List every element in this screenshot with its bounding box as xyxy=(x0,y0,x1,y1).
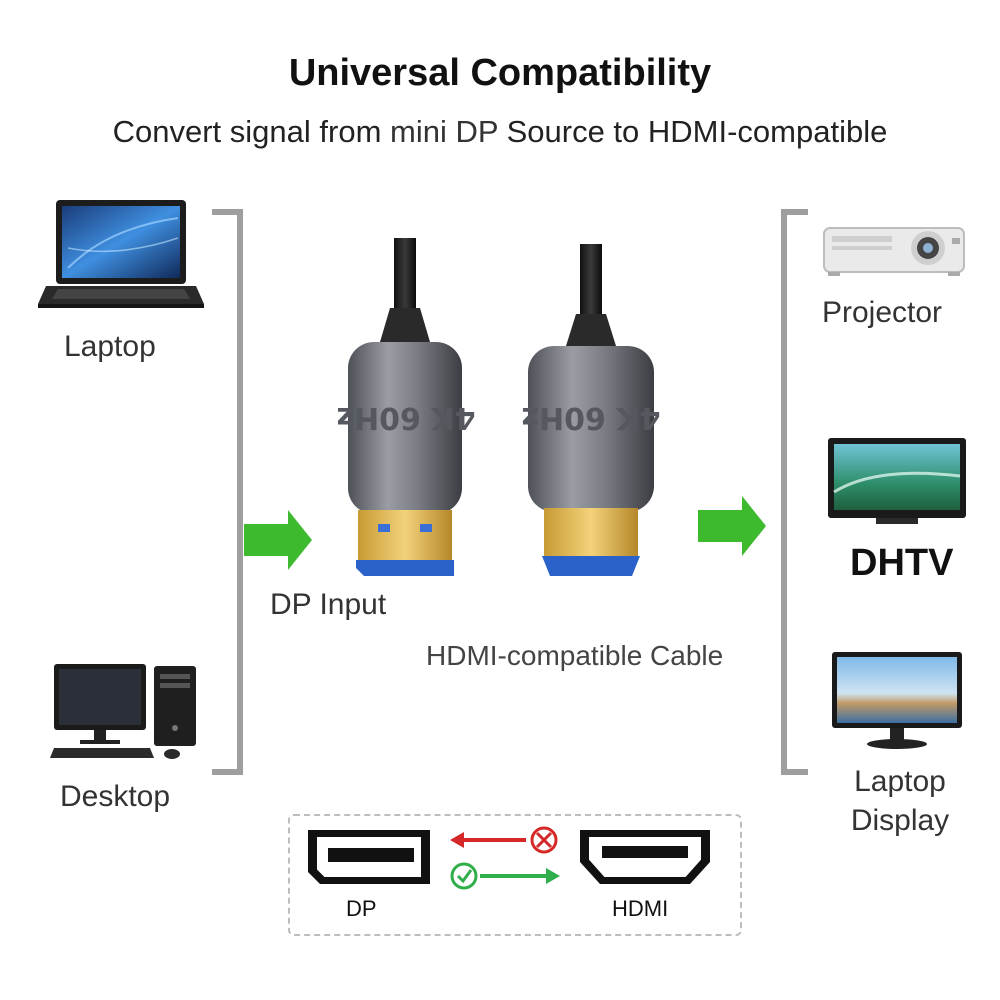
subtitle-highlight: mini DP xyxy=(390,114,498,149)
right-arrow-icon xyxy=(546,868,560,884)
left-arrow-icon xyxy=(450,832,464,848)
right-arrow-icon xyxy=(244,510,312,570)
right-arrow-icon xyxy=(698,496,766,556)
target-label-line-1: Laptop xyxy=(854,765,946,798)
source-label-laptop: Laptop xyxy=(64,330,156,363)
direction-arrows xyxy=(450,826,560,890)
error-x-icon xyxy=(530,826,558,854)
monitor-icon xyxy=(832,652,962,749)
source-label-desktop: Desktop xyxy=(60,780,171,813)
hdmi-plug-text: 4K 60Hz xyxy=(522,400,661,435)
target-label-line-2: Display xyxy=(850,804,950,837)
tv-icon xyxy=(828,438,966,524)
cable-illustration: 4K 60Hz 4K 60Hz xyxy=(337,238,661,576)
direction-label-hdmi: HDMI xyxy=(612,896,669,921)
page-title: Universal Compatibility xyxy=(288,52,712,94)
dp-plug-text: 4K 60Hz xyxy=(337,400,476,435)
dp-input-label: DP Input xyxy=(270,588,387,621)
projector-icon xyxy=(823,227,965,276)
page-subtitle: Convert signal from mini DP Source to HD… xyxy=(0,114,1000,150)
target-label-laptop-display: Laptop Display xyxy=(830,762,970,840)
target-label-tv: DHTV xyxy=(850,542,954,584)
source-bracket xyxy=(212,209,312,775)
laptop-icon xyxy=(38,200,204,308)
direction-box xyxy=(288,814,742,936)
check-icon xyxy=(450,862,478,890)
subtitle-part-1: Convert signal from xyxy=(112,114,391,149)
direction-label-dp: DP xyxy=(346,896,377,921)
subtitle-part-3: Source to HDMI-compatible xyxy=(497,114,888,149)
dp-port-icon xyxy=(308,830,430,884)
hdmi-port-icon xyxy=(580,830,710,884)
target-label-projector: Projector xyxy=(822,296,943,329)
desktop-computer-icon xyxy=(50,664,196,759)
target-bracket xyxy=(698,209,808,775)
cable-label: HDMI-compatible Cable xyxy=(426,640,724,671)
